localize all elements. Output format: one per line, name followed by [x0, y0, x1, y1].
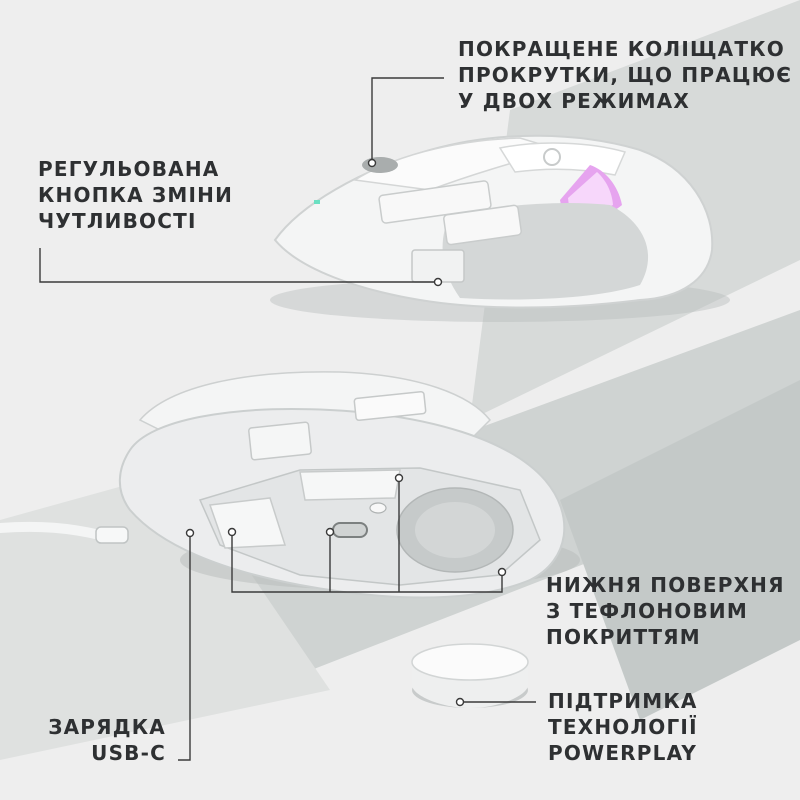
logo-g-icon [543, 148, 561, 166]
callout-line: ТЕХНОЛОГІЇ [548, 715, 698, 739]
callout-line: ПОКРИТТЯМ [546, 625, 701, 649]
usb-c-cable [0, 521, 105, 540]
usb-c-connector-icon [95, 526, 129, 544]
sensor [332, 522, 368, 538]
callout-scroll-wheel: ПОКРАЩЕНЕ КОЛІЩАТКО ПРОКРУТКИ, ЩО ПРАЦЮЄ… [458, 36, 792, 114]
callout-line: РЕГУЛЬОВАНА [38, 157, 220, 181]
callout-teflon-feet: НИЖНЯ ПОВЕРХНЯ З ТЕФЛОНОВИМ ПОКРИТТЯМ [546, 572, 785, 650]
callout-line: У ДВОХ РЕЖИМАХ [458, 89, 690, 113]
callout-dpi-button: РЕГУЛЬОВАНА КНОПКА ЗМІНИ ЧУТЛИВОСТІ [38, 156, 233, 234]
teflon-foot [208, 497, 287, 549]
dpi-shift-button [411, 249, 465, 283]
callout-usb-c: ЗАРЯДКА USB-C [48, 714, 166, 766]
scroll-wheel [362, 157, 398, 173]
callout-line: ПІДТРИМКА [548, 689, 698, 713]
powerplay-puck [411, 643, 529, 708]
callout-line: ПОКРАЩЕНЕ КОЛІЩАТКО [458, 37, 785, 61]
callout-line: ЧУТЛИВОСТІ [38, 209, 197, 233]
callout-powerplay: ПІДТРИМКА ТЕХНОЛОГІЇ POWERPLAY [548, 688, 698, 766]
mouse-bottom-view [0, 371, 580, 599]
callout-lines [39, 77, 536, 761]
teflon-foot [299, 469, 401, 501]
background-band-lower [0, 470, 330, 760]
callout-line: КНОПКА ЗМІНИ [38, 183, 234, 207]
callout-line: ПРОКРУТКИ, ЩО ПРАЦЮЄ [458, 63, 793, 87]
callout-line: POWERPLAY [548, 741, 698, 765]
background-band-right [560, 380, 800, 720]
callout-line: USB-C [91, 741, 166, 765]
callout-line: НИЖНЯ ПОВЕРХНЯ [546, 573, 785, 597]
mouse-side-view [270, 134, 730, 322]
callout-line: З ТЕФЛОНОВИМ [546, 599, 748, 623]
callout-line: ЗАРЯДКА [48, 715, 166, 739]
